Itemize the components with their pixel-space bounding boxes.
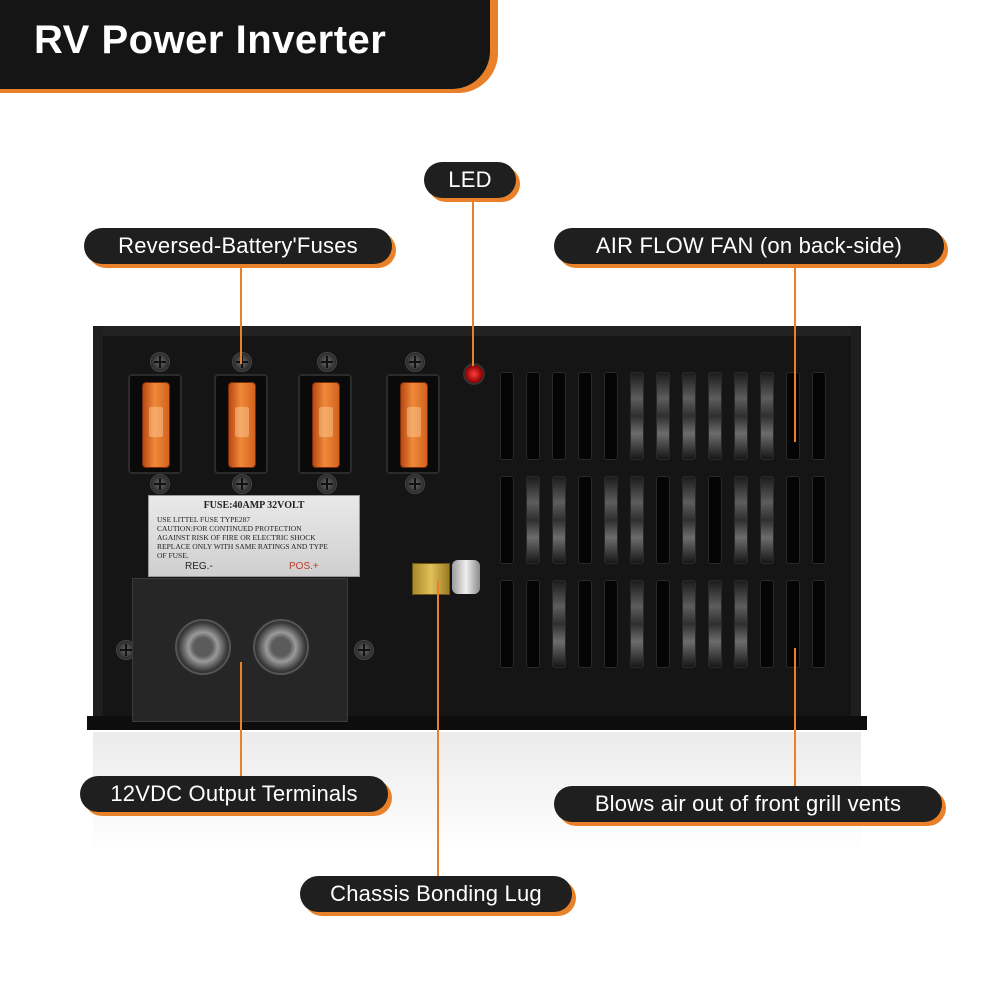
fuse-4 — [400, 382, 428, 468]
leader-line-fuses — [240, 264, 242, 364]
grill-slot — [682, 372, 696, 460]
fuse-1 — [142, 382, 170, 468]
callout-led-label: LED — [448, 167, 492, 192]
grill-slot — [604, 372, 618, 460]
device-rim-top — [93, 326, 861, 336]
label-plate-line: CAUTION:FOR CONTINUED PROTECTION — [157, 524, 302, 533]
callout-lug: Chassis Bonding Lug — [300, 876, 576, 916]
front-grill-vents — [500, 372, 828, 672]
title-banner-background — [0, 0, 490, 89]
grill-slot — [630, 372, 644, 460]
grill-slot — [760, 372, 774, 460]
grill-slot — [786, 580, 800, 668]
negative-marking: REG.- — [185, 561, 213, 572]
fuse-screw-icon — [150, 474, 170, 494]
grill-slot — [656, 580, 670, 668]
grill-slot — [578, 580, 592, 668]
grill-slot — [578, 476, 592, 564]
callout-lug-label: Chassis Bonding Lug — [330, 881, 542, 906]
callout-fuses: Reversed-Battery'Fuses — [84, 228, 396, 268]
status-led-indicator — [463, 363, 485, 385]
grill-slot — [604, 476, 618, 564]
callout-led: LED — [424, 162, 520, 202]
grill-slot — [734, 580, 748, 668]
positive-marking: POS.+ — [289, 561, 319, 572]
label-plate-line: OF FUSE. — [157, 551, 189, 560]
fuse-label-plate: FUSE:40AMP 32VOLT USE LITTEL FUSE TYPE28… — [148, 495, 360, 577]
grill-slot — [682, 580, 696, 668]
negative-output-terminal — [175, 619, 231, 675]
callout-fan: AIR FLOW FAN (on back-side) — [554, 228, 948, 268]
grill-slot — [786, 372, 800, 460]
grill-slot — [708, 372, 722, 460]
fuse-2 — [228, 382, 256, 468]
fuse-3 — [312, 382, 340, 468]
grill-slot — [760, 476, 774, 564]
callout-fan-label: AIR FLOW FAN (on back-side) — [595, 233, 903, 258]
grill-slot — [500, 580, 514, 668]
grill-slot — [708, 580, 722, 668]
label-plate-line: AGAINST RISK OF FIRE OR ELECTRIC SHOCK — [157, 533, 316, 542]
callout-terminals: 12VDC Output Terminals — [80, 776, 392, 816]
grill-slot — [734, 372, 748, 460]
label-plate-heading: FUSE:40AMP 32VOLT — [203, 500, 305, 511]
callout-terminals-label: 12VDC Output Terminals — [110, 781, 358, 806]
page-title: RV Power Inverter — [34, 18, 387, 62]
output-terminal-box — [132, 578, 348, 722]
grill-slot — [812, 476, 826, 564]
device-rim-right — [851, 326, 861, 720]
grill-slot — [656, 372, 670, 460]
grill-slot — [526, 580, 540, 668]
fuse-holder-2 — [214, 374, 268, 474]
grill-slot — [812, 372, 826, 460]
fuse-screw-icon — [232, 474, 252, 494]
grill-slot — [526, 476, 540, 564]
leader-line-vents — [794, 648, 796, 786]
grill-slot — [500, 476, 514, 564]
chassis-bonding-lug — [412, 563, 450, 595]
fuse-screw-icon — [405, 352, 425, 372]
fuse-screw-icon — [150, 352, 170, 372]
leader-line-led — [472, 198, 474, 366]
grill-slot — [500, 372, 514, 460]
title-banner: RV Power Inverter — [0, 0, 520, 93]
fuse-screw-icon — [317, 352, 337, 372]
grill-slot — [552, 372, 566, 460]
device-rim-left — [93, 326, 103, 720]
fuse-screw-icon — [232, 352, 252, 372]
positive-output-terminal — [253, 619, 309, 675]
grill-slot — [630, 476, 644, 564]
fuse-screw-icon — [405, 474, 425, 494]
leader-line-fan — [794, 264, 796, 442]
chassis-lug-screw — [452, 560, 480, 594]
grill-slot — [786, 476, 800, 564]
callout-vents-label: Blows air out of front grill vents — [594, 791, 902, 816]
grill-slot — [656, 476, 670, 564]
grill-slot — [812, 580, 826, 668]
leader-line-terminals — [240, 662, 242, 776]
grill-slot — [552, 580, 566, 668]
grill-slot — [526, 372, 540, 460]
grill-slot — [734, 476, 748, 564]
terminal-box-screw-icon — [354, 640, 374, 660]
grill-slot — [760, 580, 774, 668]
grill-slot — [708, 476, 722, 564]
grill-slot — [552, 476, 566, 564]
callout-fuses-label: Reversed-Battery'Fuses — [118, 233, 358, 258]
label-plate-line: USE LITTEL FUSE TYPE287 — [157, 515, 251, 524]
fuse-holder-4 — [386, 374, 440, 474]
grill-slot — [604, 580, 618, 668]
label-plate-line: REPLACE ONLY WITH SAME RATINGS AND TYPE — [157, 542, 328, 551]
leader-line-lug — [437, 580, 439, 878]
fuse-holder-3 — [298, 374, 352, 474]
grill-slot — [682, 476, 696, 564]
callout-vents: Blows air out of front grill vents — [554, 786, 946, 826]
grill-slot — [578, 372, 592, 460]
grill-slot — [630, 580, 644, 668]
fuse-screw-icon — [317, 474, 337, 494]
fuse-holder-1 — [128, 374, 182, 474]
